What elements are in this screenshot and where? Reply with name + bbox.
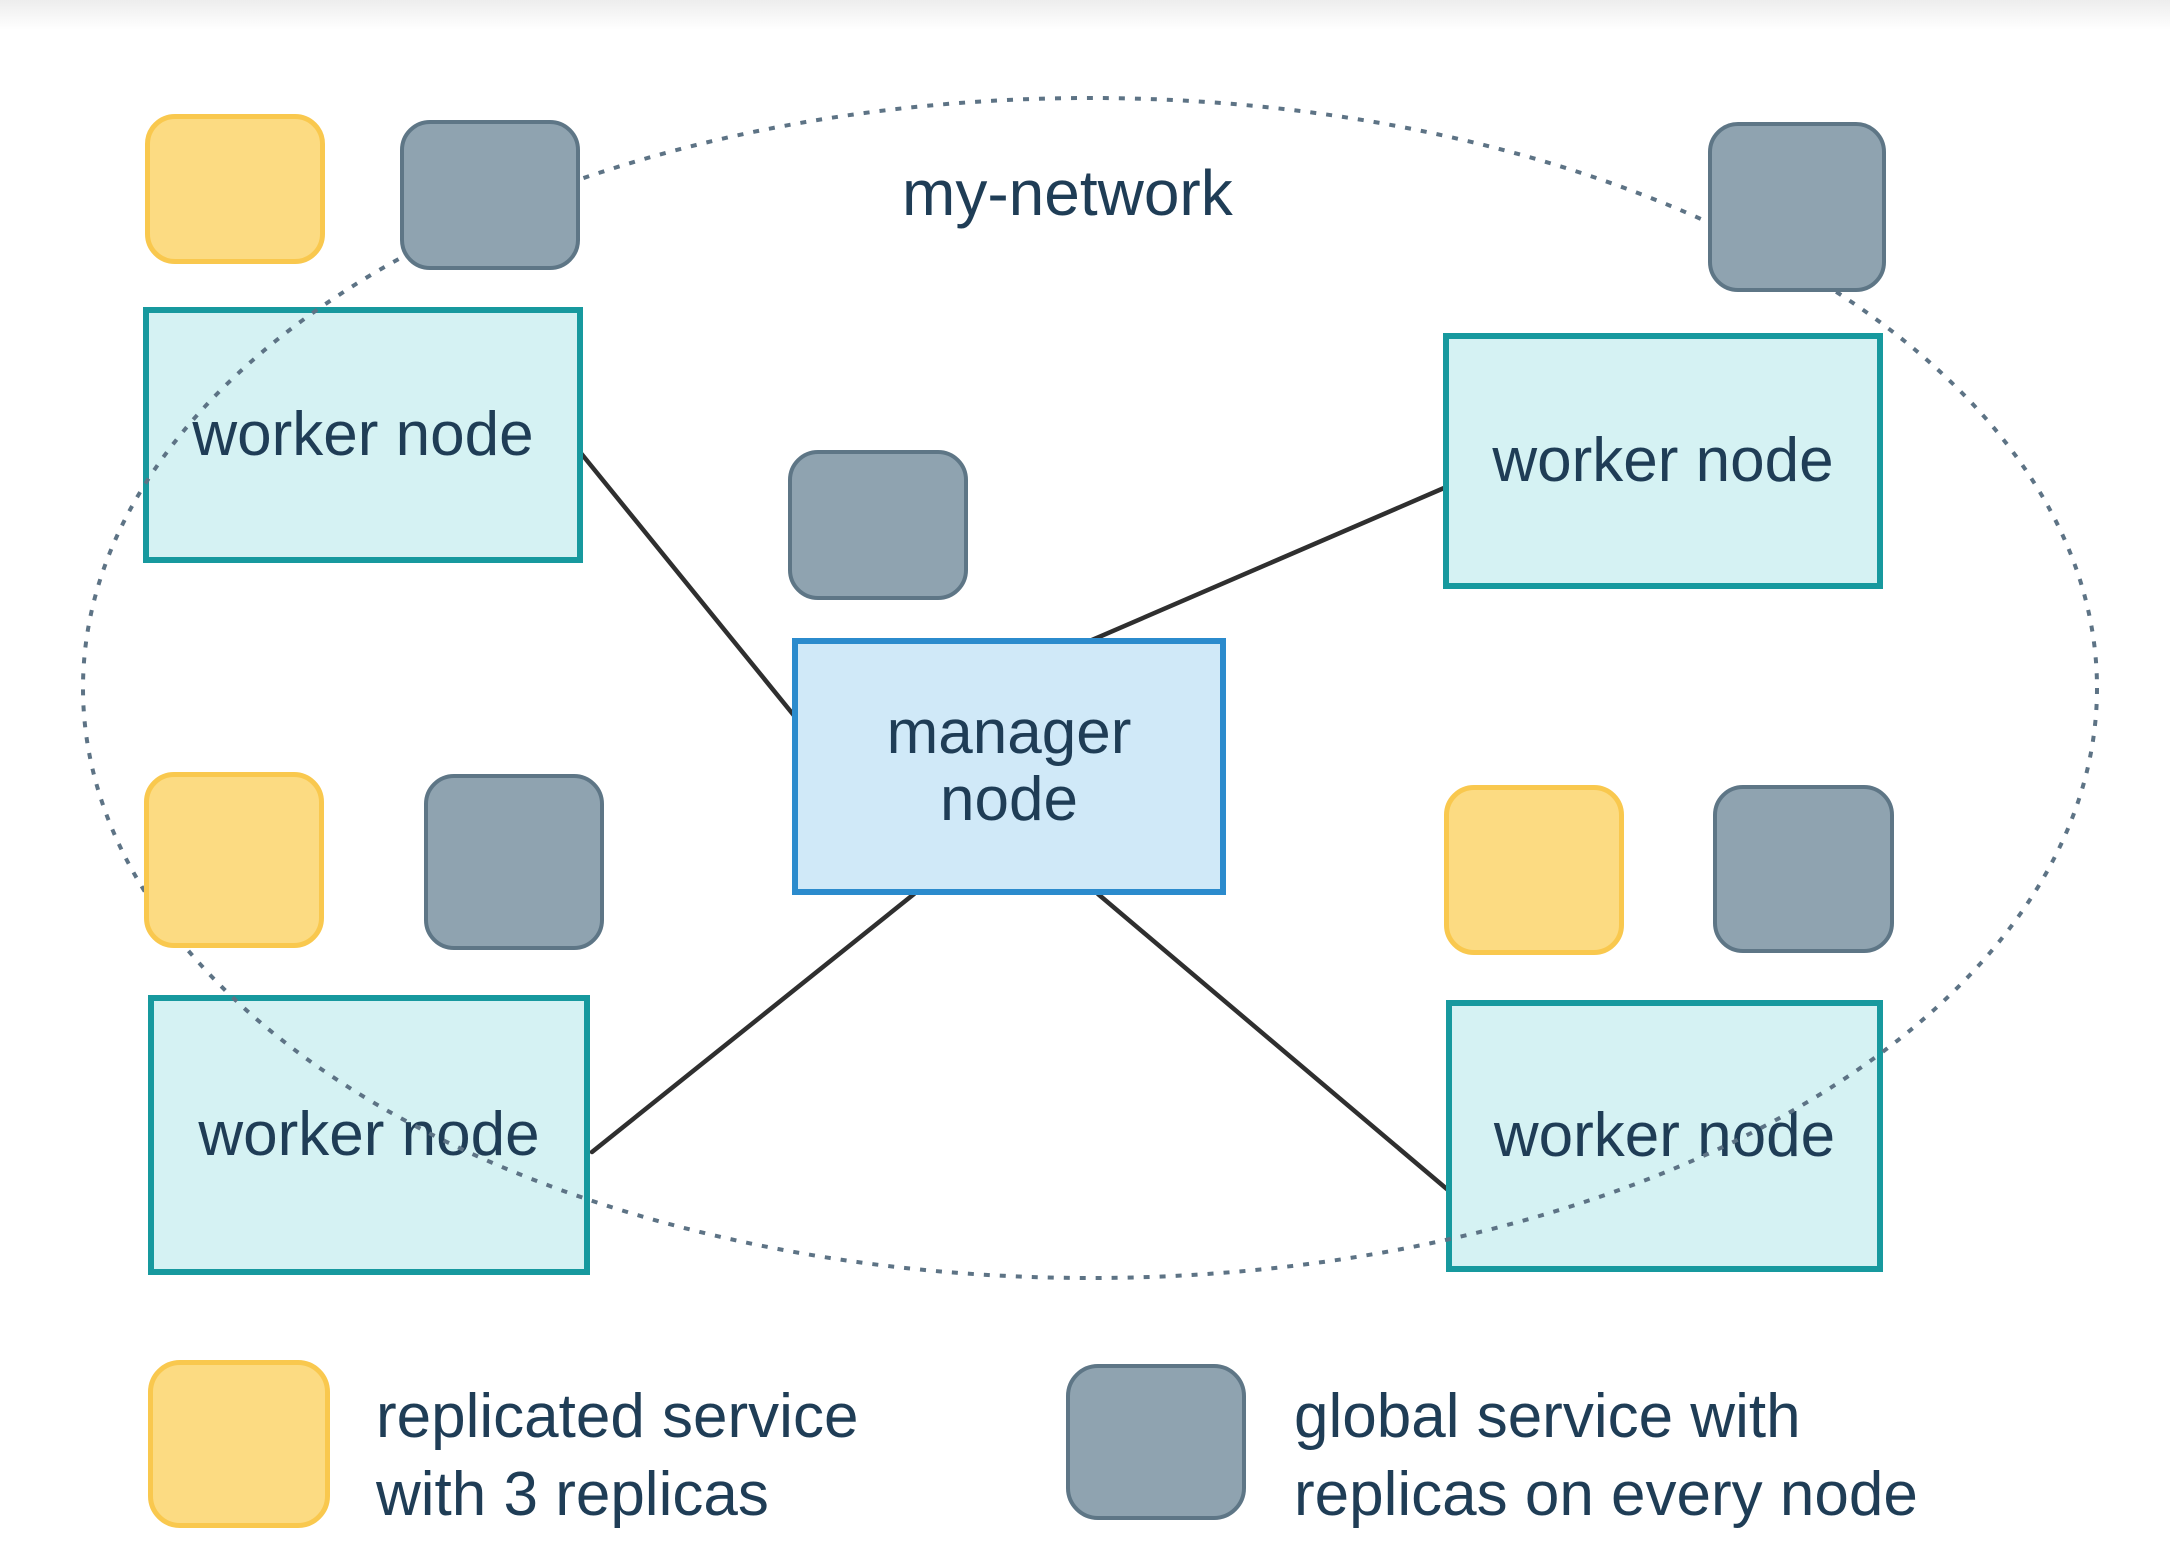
legend-replicated-service-label: replicated service with 3 replicas <box>376 1378 858 1534</box>
legend-global-service-swatch <box>1066 1364 1246 1520</box>
worker-node-label: worker node <box>1493 1100 1836 1170</box>
manager-node-label-line2: node <box>940 764 1078 834</box>
worker-node-label: worker node <box>192 399 534 469</box>
global-service-square-bottom-left <box>424 774 604 950</box>
link-manager-to-worker-bottom-right <box>1095 891 1451 1193</box>
manager-node-box: manager node <box>792 638 1226 895</box>
worker-node-label: worker node <box>198 1099 540 1169</box>
legend-replicated-line2: with 3 replicas <box>376 1460 769 1529</box>
link-manager-to-worker-top-right <box>1089 485 1447 643</box>
link-manager-to-worker-bottom-left <box>589 891 917 1155</box>
link-manager-to-worker-top-left <box>577 449 799 721</box>
global-service-square-top-left <box>400 120 580 270</box>
legend-replicated-line1: replicated service <box>376 1382 859 1451</box>
global-service-square-top-right <box>1708 122 1886 292</box>
global-service-square-center <box>788 450 968 600</box>
replicated-service-square-top-left <box>145 114 325 264</box>
replicated-service-square-bottom-right <box>1444 785 1624 955</box>
replicated-service-square-bottom-left <box>144 772 324 948</box>
legend-global-line2: replicas on every node <box>1294 1460 1918 1529</box>
worker-node-label: worker node <box>1492 425 1834 495</box>
worker-node-box-bottom-left: worker node <box>148 995 590 1275</box>
network-boundary-ellipse <box>81 96 2099 1280</box>
legend-replicated-service-swatch <box>148 1360 330 1528</box>
top-shadow-gradient <box>0 0 2170 30</box>
manager-node-label-line1: manager <box>886 697 1132 767</box>
worker-node-box-bottom-right: worker node <box>1446 1000 1883 1272</box>
legend-global-service-label: global service with replicas on every no… <box>1294 1378 1918 1534</box>
network-name-label: my-network <box>902 157 1233 229</box>
worker-node-box-top-left: worker node <box>143 307 583 563</box>
worker-node-box-top-right: worker node <box>1443 333 1883 589</box>
legend-global-line1: global service with <box>1294 1382 1801 1451</box>
global-service-square-bottom-right <box>1713 785 1894 953</box>
